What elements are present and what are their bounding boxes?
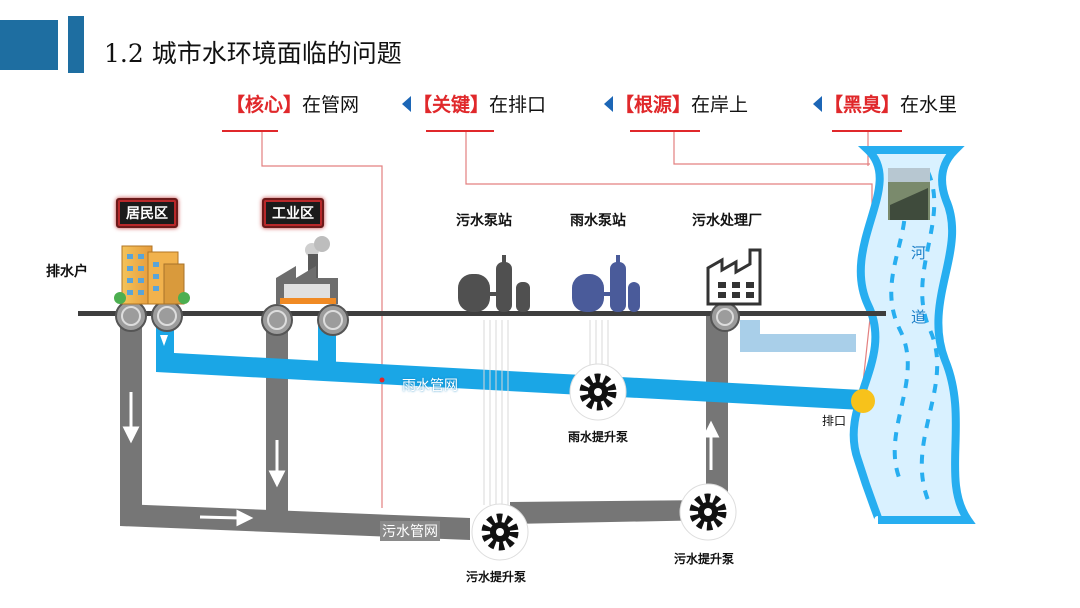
rain-lift-pump-icon bbox=[569, 363, 627, 421]
sewage-lift-pump-1-label: 污水提升泵 bbox=[466, 570, 527, 584]
manhole-icon bbox=[151, 300, 183, 332]
topic-root-underline bbox=[630, 130, 700, 132]
arrow-down-icon bbox=[122, 426, 140, 444]
manhole-icon bbox=[115, 300, 147, 332]
arrow-left-icon bbox=[402, 96, 411, 112]
outfall-marker bbox=[851, 389, 875, 413]
sewage-pump-station-label: 污水泵站 bbox=[456, 213, 512, 229]
topic-key-text: 在排口 bbox=[489, 94, 547, 116]
leader-core bbox=[261, 132, 383, 508]
pump-station-lines bbox=[483, 320, 609, 505]
arrow-down-icon bbox=[268, 470, 286, 488]
topic-core-underline bbox=[222, 130, 278, 132]
industrial-sign: 工业区 bbox=[262, 198, 324, 228]
sewage-pipe-network bbox=[120, 316, 728, 540]
residential-building-icon bbox=[114, 245, 190, 305]
manhole-icon bbox=[317, 304, 349, 336]
arrow-left-icon bbox=[813, 96, 822, 112]
leader-lines bbox=[261, 132, 873, 508]
topic-key-tag: 【关键】 bbox=[413, 94, 490, 116]
rain-pump-station-icon bbox=[572, 255, 640, 312]
sewage-plant-icon bbox=[706, 248, 762, 306]
arrow-right-icon bbox=[236, 509, 254, 527]
topic-key-underline bbox=[426, 130, 494, 132]
topic-core-text: 在管网 bbox=[302, 94, 360, 116]
sewage-lift-pump-1-icon bbox=[471, 503, 529, 561]
sewage-flow-arrows bbox=[122, 392, 720, 527]
sewage-pipe-label: 污水管网 bbox=[380, 521, 440, 541]
title-accent-bar bbox=[68, 16, 84, 73]
topic-odor-underline bbox=[832, 130, 902, 132]
arrow-left-icon bbox=[604, 96, 613, 112]
outfall-label: 排口 bbox=[822, 414, 847, 428]
rain-pipe-label: 雨水管网 bbox=[402, 378, 458, 394]
topic-odor-tag: 【黑臭】 bbox=[824, 94, 901, 116]
sewage-lift-pump-2-icon bbox=[679, 483, 737, 541]
topic-root-tag: 【根源】 bbox=[615, 94, 692, 116]
topic-odor: 【黑臭】在水里 bbox=[813, 92, 957, 118]
leader-key bbox=[465, 132, 873, 393]
arrow-down-icon bbox=[160, 335, 168, 346]
manholes bbox=[115, 300, 740, 336]
arrow-up-icon bbox=[702, 420, 720, 438]
problem-dot bbox=[379, 377, 385, 383]
page-title: 1.2 城市水环境面临的问题 bbox=[104, 39, 402, 68]
manhole-icon bbox=[261, 304, 293, 336]
ground-line bbox=[78, 311, 886, 316]
households-label: 排水户 bbox=[46, 264, 88, 280]
river-label-2: 道 bbox=[911, 308, 927, 326]
topic-root: 【根源】在岸上 bbox=[604, 92, 748, 118]
residential-sign: 居民区 bbox=[116, 198, 178, 228]
title-accent-block bbox=[0, 20, 58, 70]
leader-root bbox=[673, 132, 870, 165]
sewage-lift-pump-2-label: 污水提升泵 bbox=[674, 552, 735, 566]
manhole-icon bbox=[710, 302, 740, 332]
rain-lift-pump-label: 雨水提升泵 bbox=[568, 430, 629, 444]
sewage-plant-label: 污水处理厂 bbox=[692, 213, 762, 229]
topic-key: 【关键】在排口 bbox=[402, 92, 546, 118]
topic-core-tag: 【核心】 bbox=[226, 94, 303, 116]
topic-odor-text: 在水里 bbox=[900, 94, 958, 116]
river-label-1: 河 bbox=[911, 244, 927, 262]
river bbox=[849, 146, 976, 524]
treated-water-pipe bbox=[740, 320, 856, 352]
topic-root-text: 在岸上 bbox=[691, 94, 749, 116]
topic-core: 【核心】在管网 bbox=[226, 92, 359, 118]
factory-icon bbox=[276, 236, 338, 304]
sewage-pump-station-icon bbox=[458, 255, 530, 312]
rain-pump-station-label: 雨水泵站 bbox=[570, 213, 626, 229]
